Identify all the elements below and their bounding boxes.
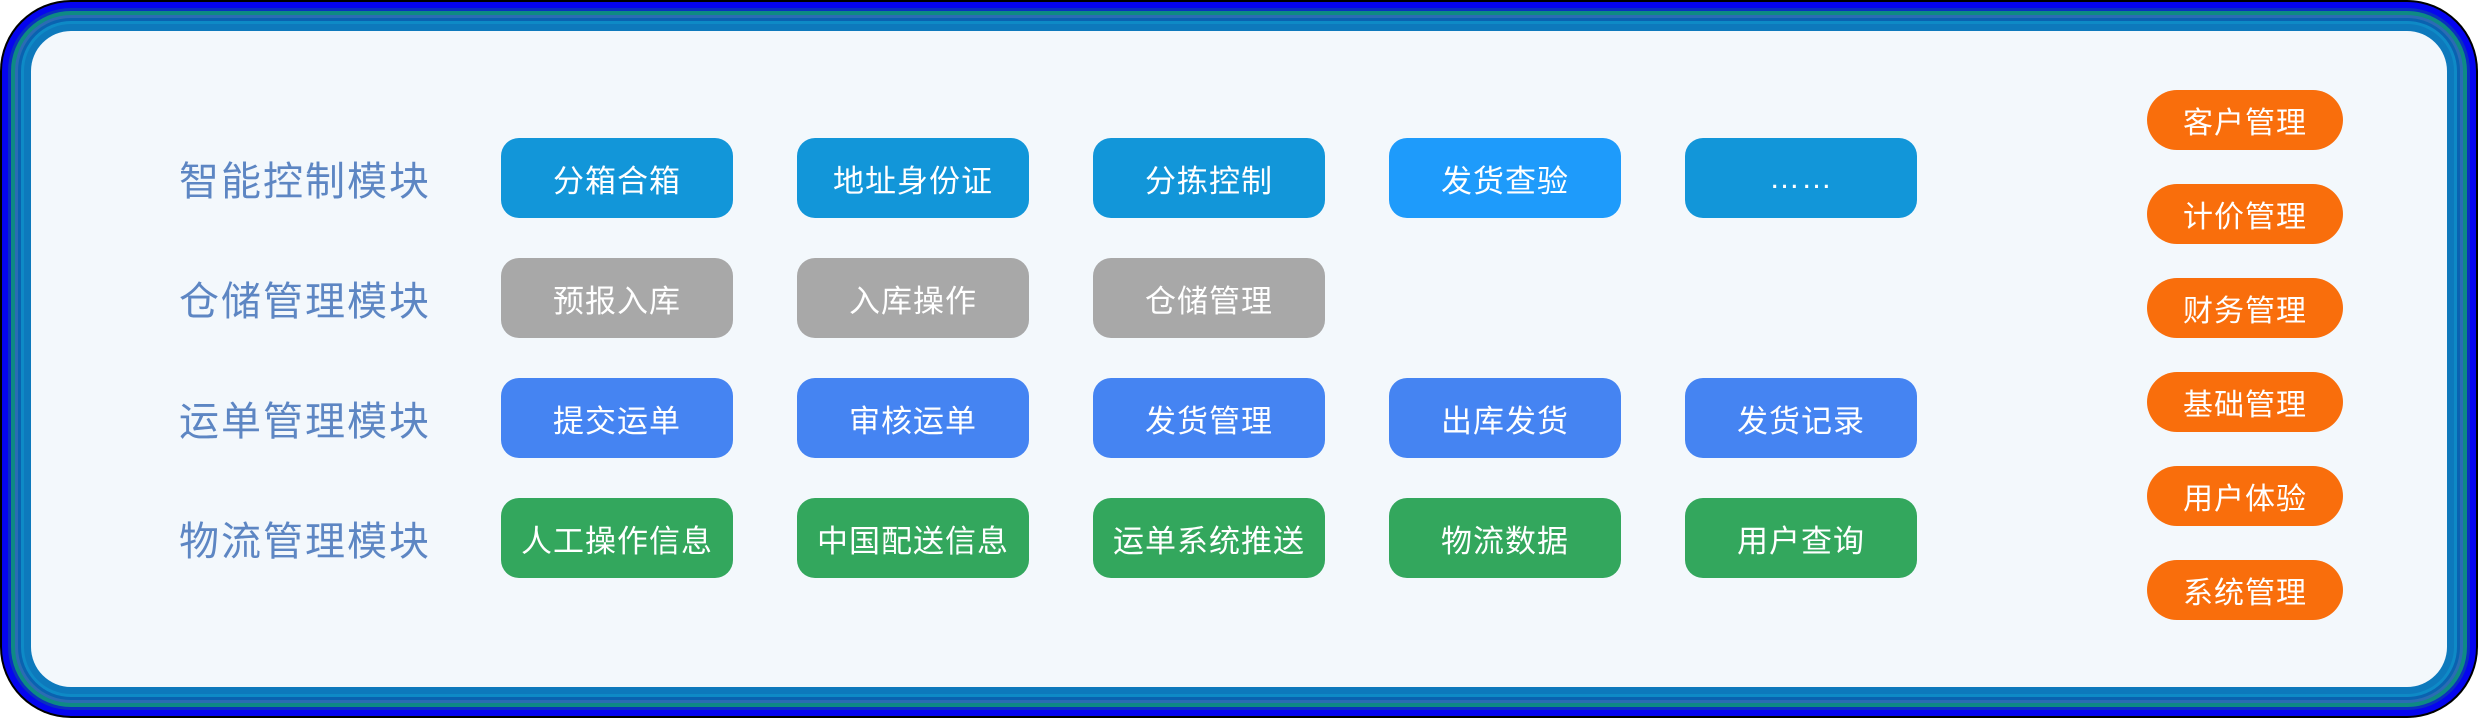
- side-pill-button[interactable]: 计价管理: [2147, 184, 2343, 244]
- module-row: 物流管理模块 人工操作信息中国配送信息运单系统推送物流数据用户查询: [179, 498, 2147, 578]
- module-row: 运单管理模块 提交运单审核运单发货管理出库发货发货记录: [179, 378, 2147, 458]
- module-button[interactable]: 发货管理: [1093, 378, 1325, 458]
- row-label: 运单管理模块: [179, 400, 431, 444]
- side-management-column: 客户管理计价管理财务管理基础管理用户体验系统管理: [2147, 31, 2447, 687]
- side-pill-button[interactable]: 系统管理: [2147, 560, 2343, 620]
- module-row: 仓储管理模块 预报入库入库操作仓储管理: [179, 258, 2147, 338]
- module-button[interactable]: 物流数据: [1389, 498, 1621, 578]
- module-button[interactable]: ……: [1685, 138, 1917, 218]
- module-button[interactable]: 分拣控制: [1093, 138, 1325, 218]
- module-button[interactable]: 发货查验: [1389, 138, 1621, 218]
- module-button[interactable]: 发货记录: [1685, 378, 1917, 458]
- side-pill-button[interactable]: 客户管理: [2147, 90, 2343, 150]
- module-button-group: 分箱合箱地址身份证分拣控制发货查验 ……: [501, 138, 1917, 218]
- side-pill-button[interactable]: 用户体验: [2147, 466, 2343, 526]
- module-button[interactable]: 地址身份证: [797, 138, 1029, 218]
- module-button[interactable]: 入库操作: [797, 258, 1029, 338]
- module-button[interactable]: 用户查询: [1685, 498, 1917, 578]
- side-pill-button[interactable]: 基础管理: [2147, 372, 2343, 432]
- module-button-group: 预报入库入库操作仓储管理: [501, 258, 1325, 338]
- module-button[interactable]: 出库发货: [1389, 378, 1621, 458]
- module-button-group: 提交运单审核运单发货管理出库发货发货记录: [501, 378, 1917, 458]
- module-button[interactable]: 运单系统推送: [1093, 498, 1325, 578]
- module-button[interactable]: 审核运单: [797, 378, 1029, 458]
- module-button[interactable]: 提交运单: [501, 378, 733, 458]
- module-button-group: 人工操作信息中国配送信息运单系统推送物流数据用户查询: [501, 498, 1917, 578]
- module-button[interactable]: 中国配送信息: [797, 498, 1029, 578]
- side-pill-button[interactable]: 财务管理: [2147, 278, 2343, 338]
- panel-content: 智能控制模块 分箱合箱地址身份证分拣控制发货查验 …… 仓储管理模块 预报入库入库操作仓…: [31, 31, 2447, 687]
- module-button[interactable]: 仓储管理: [1093, 258, 1325, 338]
- row-label: 物流管理模块: [179, 520, 431, 564]
- row-label: 智能控制模块: [179, 160, 431, 204]
- row-label: 仓储管理模块: [179, 280, 431, 324]
- module-button[interactable]: 预报入库: [501, 258, 733, 338]
- module-diagram-panel: 智能控制模块 分箱合箱地址身份证分拣控制发货查验 …… 仓储管理模块 预报入库入库操作仓…: [31, 31, 2447, 687]
- module-rows: 智能控制模块 分箱合箱地址身份证分拣控制发货查验 …… 仓储管理模块 预报入库入库操作仓…: [31, 31, 2147, 687]
- module-button[interactable]: 分箱合箱: [501, 138, 733, 218]
- module-button[interactable]: 人工操作信息: [501, 498, 733, 578]
- module-row: 智能控制模块 分箱合箱地址身份证分拣控制发货查验 ……: [179, 138, 2147, 218]
